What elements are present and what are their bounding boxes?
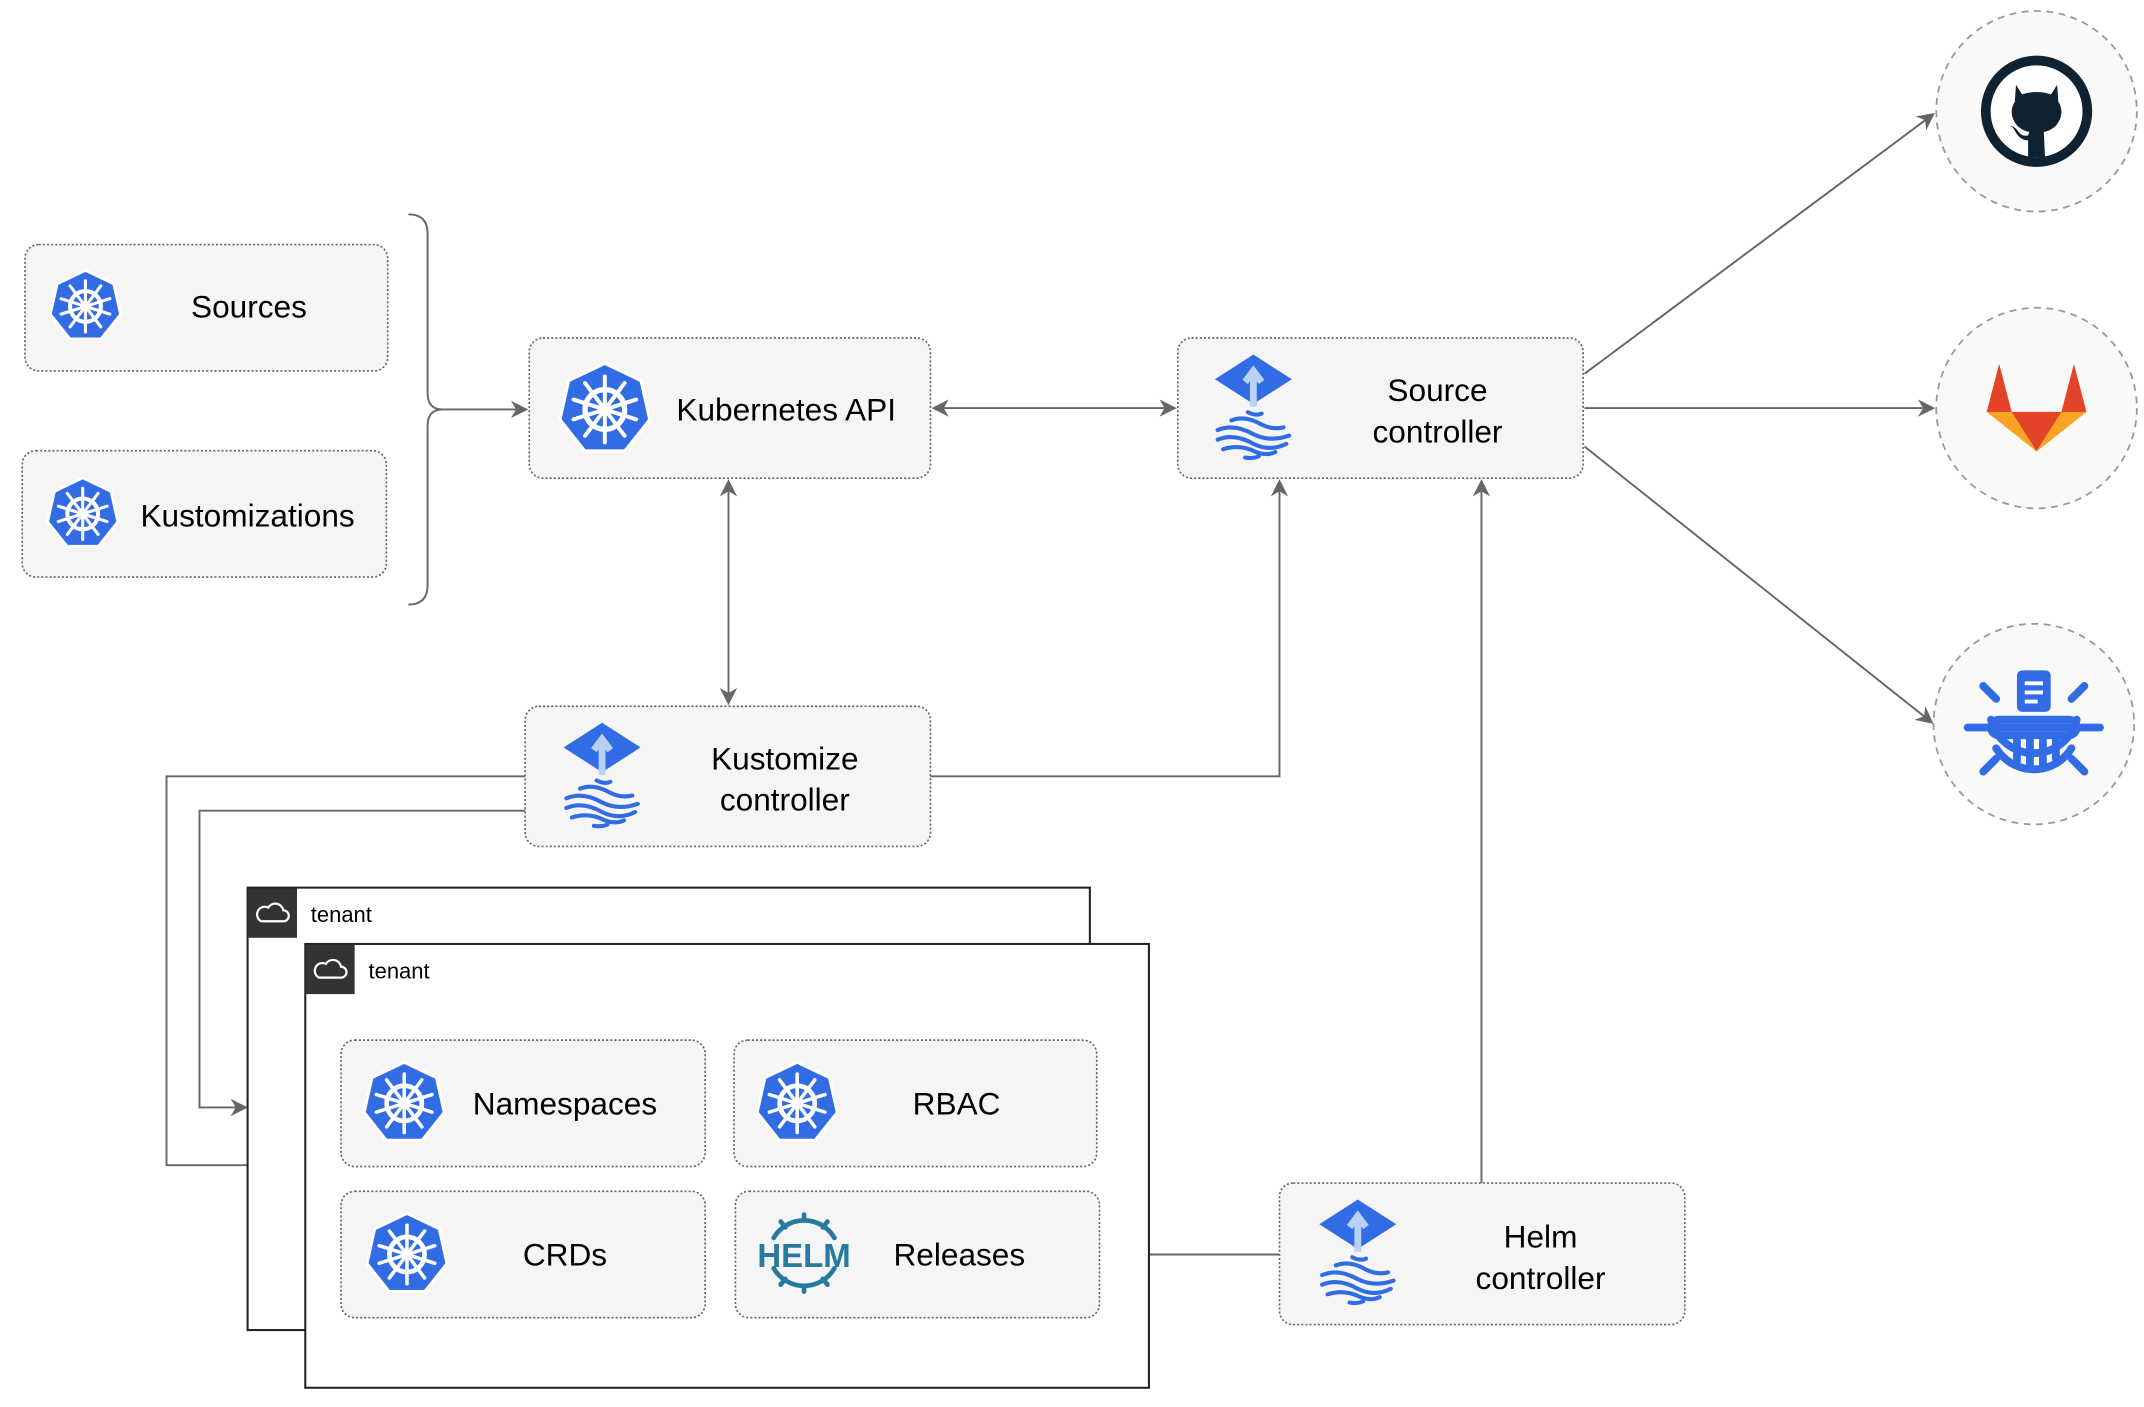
edge-kustomize-tenant-front bbox=[165, 775, 526, 1174]
kustomize-controller-node[interactable]: Kustomize controller bbox=[524, 705, 932, 848]
sources-node[interactable]: Sources bbox=[24, 243, 389, 372]
bucket-source[interactable] bbox=[1932, 622, 2136, 826]
rbac-node[interactable]: RBAC bbox=[733, 1039, 1098, 1168]
svg-text:Namespaces: Namespaces bbox=[473, 1085, 657, 1121]
svg-text:Releases: Releases bbox=[893, 1236, 1025, 1272]
svg-text:CRDs: CRDs bbox=[523, 1236, 607, 1272]
releases-node[interactable]: HELM Releases bbox=[734, 1190, 1101, 1319]
edge-source-github bbox=[1583, 113, 1935, 375]
edge-source-bucket bbox=[1583, 445, 1934, 724]
kubernetes-api-node[interactable]: Kubernetes API bbox=[528, 337, 932, 479]
kustomizations-node[interactable]: Kustomizations bbox=[21, 449, 388, 578]
svg-text:Kubernetes API: Kubernetes API bbox=[676, 391, 896, 427]
helm-icon: HELM bbox=[757, 1215, 851, 1292]
namespaces-node[interactable]: Namespaces bbox=[340, 1039, 706, 1168]
svg-text:Kustomizations: Kustomizations bbox=[140, 497, 354, 533]
github-source[interactable] bbox=[1935, 10, 2138, 213]
svg-text:Sources: Sources bbox=[191, 288, 307, 324]
edge-kustomize-source bbox=[930, 479, 1289, 778]
cloud-icon bbox=[247, 887, 298, 939]
svg-text:controller: controller bbox=[720, 782, 850, 818]
source-controller-node[interactable]: Source controller bbox=[1176, 337, 1584, 479]
svg-text:Source: Source bbox=[1387, 372, 1487, 408]
gitlab-source[interactable] bbox=[1935, 306, 2138, 510]
bracket-lower bbox=[408, 408, 443, 606]
svg-text:RBAC: RBAC bbox=[913, 1085, 1001, 1121]
svg-text:controller: controller bbox=[1373, 413, 1503, 449]
helm-controller-node[interactable]: Helm controller bbox=[1278, 1182, 1686, 1326]
svg-text:Helm: Helm bbox=[1504, 1219, 1578, 1255]
svg-text:tenant: tenant bbox=[311, 902, 372, 927]
svg-text:controller: controller bbox=[1476, 1260, 1606, 1296]
svg-text:HELM: HELM bbox=[757, 1237, 850, 1274]
cloud-icon bbox=[305, 943, 355, 995]
github-icon bbox=[1986, 61, 2088, 163]
svg-text:Kustomize: Kustomize bbox=[711, 740, 858, 776]
svg-text:tenant: tenant bbox=[369, 958, 430, 983]
bracket-edge bbox=[408, 213, 529, 419]
edge-kustomize-tenant-back bbox=[198, 809, 526, 1117]
crds-node[interactable]: CRDs bbox=[340, 1190, 706, 1319]
